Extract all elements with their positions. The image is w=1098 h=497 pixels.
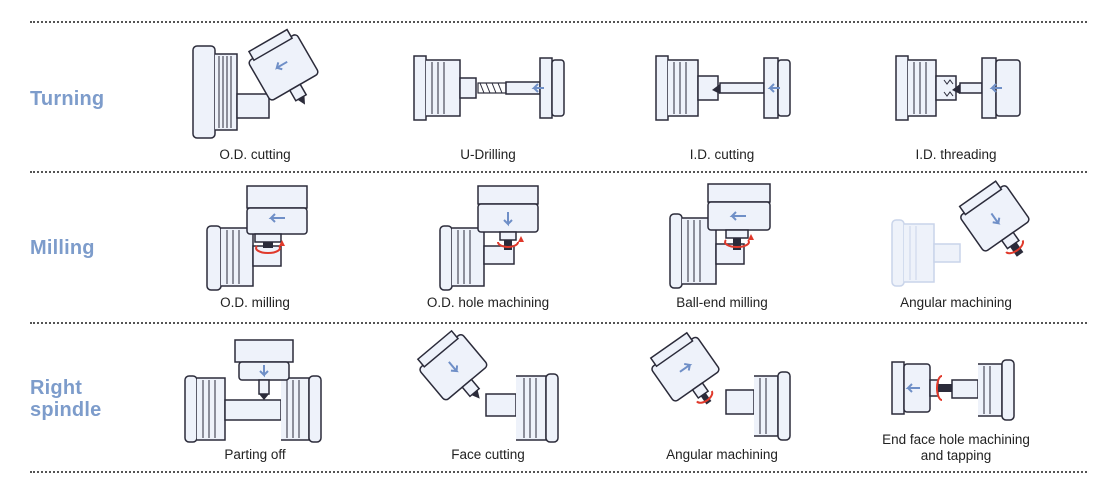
row-label-milling: Milling [30, 237, 95, 259]
cell-od-hole-machining: O.D. hole machining [388, 180, 588, 316]
caption-od-hole-machining: O.D. hole machining [426, 295, 550, 310]
caption-end-face-hole-tapping: End face hole machining and tapping [882, 432, 1030, 463]
od-hole-machining-icon [439, 185, 539, 291]
cell-ball-end-milling: Ball-end milling [622, 180, 822, 316]
cell-u-drilling: U-Drilling [388, 32, 588, 168]
end-face-hole-tapping-icon [891, 359, 1015, 421]
caption-angular-machining: Angular machining [900, 295, 1012, 310]
row-label-right-spindle: Right spindle [30, 377, 102, 421]
u-drilling-icon [413, 55, 565, 121]
caption-id-cutting: I.D. cutting [689, 147, 755, 162]
divider-1 [30, 171, 1087, 173]
cell-end-face-hole-tapping: End face hole machining and tapping [856, 332, 1056, 468]
cell-angular-machining-right: Angular machining [622, 331, 822, 468]
caption-u-drilling: U-Drilling [460, 147, 516, 162]
divider-bottom [30, 471, 1087, 473]
caption-angular-machining-right: Angular machining [666, 447, 778, 462]
od-cutting-icon [192, 28, 319, 139]
divider-top [30, 21, 1087, 23]
id-threading-icon [895, 55, 1021, 121]
caption-od-milling: O.D. milling [220, 295, 290, 310]
id-cutting-icon [655, 55, 791, 121]
cell-od-milling: O.D. milling [155, 180, 355, 316]
od-milling-icon [206, 185, 308, 291]
parting-off-icon [184, 339, 322, 443]
cell-id-cutting: I.D. cutting [622, 32, 822, 168]
caption-id-threading: I.D. threading [915, 147, 997, 162]
cell-parting-off: Parting off [155, 332, 355, 468]
face-cutting-icon [416, 329, 559, 443]
caption-ball-end-milling: Ball-end milling [676, 295, 768, 310]
angular-machining-icon [891, 180, 1030, 287]
caption-parting-off: Parting off [224, 447, 286, 462]
caption-od-cutting: O.D. cutting [219, 147, 291, 162]
row-label-turning: Turning [30, 88, 105, 110]
cell-face-cutting: Face cutting [388, 329, 588, 468]
cell-id-threading: I.D. threading [856, 32, 1056, 168]
cell-od-cutting: O.D. cutting [155, 28, 355, 168]
ball-end-milling-icon [669, 183, 771, 289]
angular-machining-right-icon [649, 331, 791, 441]
caption-face-cutting: Face cutting [451, 447, 525, 462]
divider-2 [30, 322, 1087, 324]
cell-angular-machining: Angular machining [856, 180, 1056, 316]
